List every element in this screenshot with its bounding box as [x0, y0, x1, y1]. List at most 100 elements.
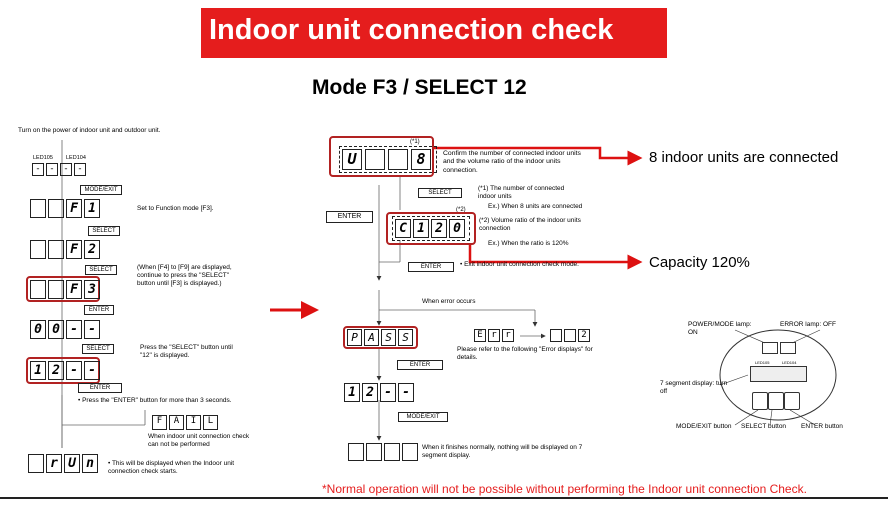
led105-label: LED105 [755, 360, 770, 365]
title-banner [201, 8, 667, 58]
seg-digit: 1 [413, 219, 429, 238]
seg-digit [48, 199, 64, 218]
seg-digit [366, 443, 382, 461]
seg-digit: L [203, 415, 218, 430]
note-marker-2: (*2) [456, 207, 466, 213]
seg-digit [48, 240, 64, 259]
seg-digit: A [364, 329, 379, 346]
units-callout: 8 indoor units are connected [649, 149, 839, 166]
seg-digit: 2 [431, 219, 447, 238]
display-u8: U 8 [339, 146, 437, 173]
enter-button[interactable]: ENTER [326, 211, 373, 223]
footnote: *Normal operation will not be possible w… [322, 482, 807, 496]
note-2-example: Ex.) When the ratio is 120% [488, 240, 569, 247]
display-12: 1 2 - - [30, 361, 102, 380]
display-fail: F A I L [152, 415, 220, 430]
capacity-callout: Capacity 120% [649, 254, 750, 271]
select-button[interactable]: SELECT [85, 265, 117, 275]
seg-digit: 3 [84, 280, 100, 299]
seg-digit: - [32, 163, 44, 176]
units-callout-line [433, 146, 643, 166]
enter-button[interactable]: ENTER [397, 360, 443, 370]
select-button[interactable]: SELECT [82, 344, 114, 354]
seg-digit: r [502, 329, 514, 342]
display-00: 0 0 - - [30, 320, 102, 339]
highlight-c120 [386, 212, 476, 245]
seg-digit: I [186, 415, 201, 430]
enter-panel-button[interactable] [784, 392, 800, 410]
seg-digit [388, 149, 408, 170]
seg-digit: 0 [48, 320, 64, 339]
control-panel-outline [719, 329, 837, 421]
seg-digit: r [488, 329, 500, 342]
enter-label: ENTER button [801, 423, 843, 430]
enter-button[interactable]: ENTER [78, 383, 122, 393]
seg-digit: F [66, 199, 82, 218]
power-lamp-label: POWER/MODE lamp: ON [688, 321, 752, 337]
seg-digit: A [169, 415, 184, 430]
seg-digit: - [74, 163, 86, 176]
seg-digit: F [152, 415, 167, 430]
seg-digit: F [66, 280, 82, 299]
mode-exit-panel-button[interactable] [752, 392, 768, 410]
seg-digit [30, 199, 46, 218]
display-err: E r r [474, 329, 516, 342]
seg-digit: 1 [30, 361, 46, 380]
exit-note: • Exit indoor unit connection check mode… [460, 261, 579, 268]
seg-digit [348, 443, 364, 461]
seg-digit: n [82, 454, 98, 473]
seg-digit [550, 329, 562, 342]
note-run: • This will be displayed when the Indoor… [108, 460, 235, 476]
seg-digit: S [381, 329, 396, 346]
mode-exit-button[interactable]: MODE/EXIT [398, 412, 448, 422]
display-f2: F 2 [30, 240, 102, 259]
seg-digit: 1 [344, 383, 360, 402]
seg-digit [384, 443, 400, 461]
note-fail: When indoor unit connection check can no… [148, 433, 250, 449]
seg-digit: 1 [84, 199, 100, 218]
select-panel-button[interactable] [768, 392, 784, 410]
capacity-callout-line [468, 245, 643, 270]
seg-digit: - [66, 361, 82, 380]
page-title: Indoor unit connection check [209, 14, 614, 46]
note-press-select: Press the "SELECT" button until "12" is … [140, 344, 233, 360]
select-button[interactable]: SELECT [418, 188, 462, 198]
footer-divider [0, 497, 888, 499]
seg-digit [48, 280, 64, 299]
seg-digit: U [64, 454, 80, 473]
seg-digit: C [395, 219, 411, 238]
seg-digit [30, 280, 46, 299]
seg-digit [402, 443, 418, 461]
display-12-result: 1 2 - - [344, 383, 416, 402]
seg-digit [30, 240, 46, 259]
seg-digit: 0 [449, 219, 465, 238]
select-button[interactable]: SELECT [88, 226, 120, 236]
note-1-units: (*1) The number of connected indoor unit… [478, 185, 565, 201]
finish-note: When it finishes normally, nothing will … [422, 444, 583, 460]
power-on-text: Turn on the power of indoor unit and out… [18, 127, 161, 134]
seg-digit: U [342, 149, 362, 170]
highlight-u8 [329, 136, 434, 177]
mode-exit-label: MODE/EXIT button [676, 423, 732, 430]
note-function-mode: Set to Function mode [F3]. [137, 205, 214, 212]
seg-digit: - [84, 361, 100, 380]
display-c120: C 1 2 0 [392, 216, 470, 241]
note-1-example: Ex.) When 8 units are connected [488, 203, 583, 210]
note-marker-1: (*1) [410, 139, 420, 145]
select-label: SELECT button [741, 423, 787, 430]
seg-digit [365, 149, 385, 170]
seg-digit: 0 [30, 320, 46, 339]
confirm-text: Confirm the number of connected indoor u… [443, 150, 581, 174]
seg-digit: 2 [578, 329, 590, 342]
highlight-pass [343, 326, 418, 349]
seg-digit: - [60, 163, 72, 176]
mode-exit-button[interactable]: MODE/EXIT [80, 185, 122, 195]
enter-button[interactable]: ENTER [408, 262, 454, 272]
seg-digit: - [46, 163, 58, 176]
display-blank [348, 443, 420, 461]
seg-digit [28, 454, 44, 473]
note-f4-f9: (When [F4] to [F9] are displayed, contin… [137, 264, 232, 288]
enter-button[interactable]: ENTER [84, 305, 114, 315]
seg-digit: - [84, 320, 100, 339]
